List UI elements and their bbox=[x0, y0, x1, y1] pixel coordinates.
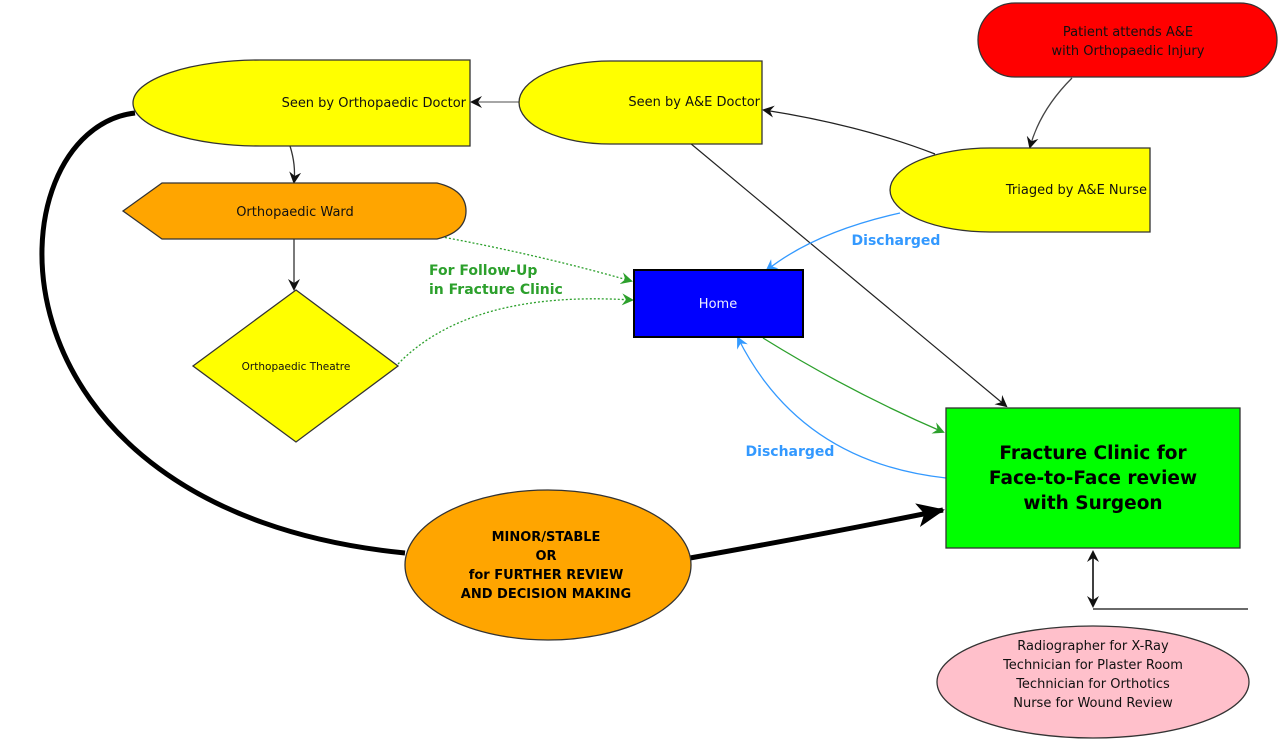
edge-fracture-clinic-to-home bbox=[737, 336, 947, 479]
node-text: Radiographer for X-Ray bbox=[1017, 639, 1169, 654]
node-text: Technician for Plaster Room bbox=[1002, 658, 1183, 673]
node-ortho-doctor[interactable]: Seen by Orthopaedic Doctor bbox=[132, 59, 471, 147]
edge-home-to-fracture-clinic bbox=[762, 337, 945, 434]
node-text: MINOR/STABLE bbox=[492, 530, 601, 545]
node-fracture-clinic[interactable]: Fracture Clinic for Face-to-Face review … bbox=[945, 407, 1241, 549]
node-triaged[interactable]: Triaged by A&E Nurse bbox=[889, 147, 1151, 233]
edge-patient-to-triage bbox=[1026, 77, 1073, 149]
node-ortho-ward[interactable]: Orthopaedic Ward bbox=[121, 182, 467, 240]
node-text: Nurse for Wound Review bbox=[1013, 696, 1173, 711]
edge-minor-stable-to-fracture-clinic bbox=[689, 503, 945, 561]
node-text: Fracture Clinic for bbox=[999, 443, 1187, 464]
node-text: Technician for Orthotics bbox=[1015, 677, 1170, 692]
node-text: with Orthopaedic Injury bbox=[1052, 44, 1205, 59]
edge-label-discharged: Discharged bbox=[746, 444, 835, 460]
node-text: Orthopaedic Ward bbox=[236, 205, 354, 220]
node-minor-stable[interactable]: MINOR/STABLE OR for FURTHER REVIEW AND D… bbox=[404, 489, 692, 641]
edge-label-follow-up: in Fracture Clinic bbox=[429, 282, 563, 298]
edge-label-discharged: Discharged bbox=[852, 233, 941, 249]
edge-ortho-doctor-to-ward bbox=[289, 145, 302, 184]
node-text: OR bbox=[535, 549, 556, 564]
node-text: Home bbox=[699, 297, 737, 312]
node-text: Orthopaedic Theatre bbox=[242, 361, 351, 373]
node-text: AND DECISION MAKING bbox=[461, 587, 631, 602]
svg-text:with Orthopaedic Injury: with Orthopaedic Injury bbox=[1052, 44, 1205, 59]
node-text: Seen by Orthopaedic Doctor bbox=[282, 96, 467, 111]
edge-ae-doctor-to-fracture-clinic bbox=[689, 142, 1008, 408]
edge-label-follow-up: For Follow-Up bbox=[429, 263, 537, 279]
node-ae-doctor[interactable]: Seen by A&E Doctor bbox=[518, 60, 763, 145]
node-home[interactable]: Home bbox=[633, 269, 804, 338]
node-text: Triaged by A&E Nurse bbox=[1005, 183, 1147, 198]
edge-theatre-to-home bbox=[397, 293, 634, 365]
node-text: Face-to-Face review bbox=[989, 468, 1197, 489]
edge-ortho-doctor-to-minor-stable bbox=[39, 110, 406, 556]
svg-text:Patient attends A&E: Patient attends A&E bbox=[1063, 25, 1193, 40]
edges bbox=[39, 77, 1248, 610]
node-patient[interactable]: Patient attends A&E with Orthopaedic Inj… bbox=[977, 2, 1278, 78]
node-text: Patient attends A&E bbox=[1063, 25, 1193, 40]
edge-triage-to-home bbox=[765, 212, 901, 272]
edge-triage-to-ae-doctor bbox=[762, 105, 936, 155]
node-text: Seen by A&E Doctor bbox=[628, 95, 760, 110]
node-text: for FURTHER REVIEW bbox=[469, 568, 624, 583]
node-ortho-theatre[interactable]: Orthopaedic Theatre bbox=[191, 289, 400, 443]
edge-ward-to-home bbox=[436, 235, 633, 285]
node-text: with Surgeon bbox=[1023, 493, 1162, 514]
node-support-staff[interactable]: Radiographer for X-Ray Technician for Pl… bbox=[936, 625, 1250, 739]
